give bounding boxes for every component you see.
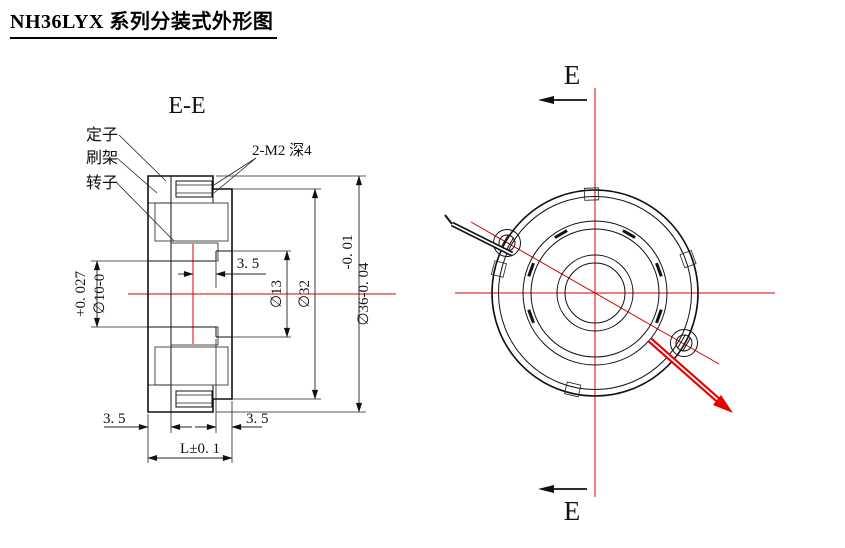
clamp-screw-lower-right bbox=[670, 329, 698, 357]
view-label-ee: E-E bbox=[168, 93, 205, 119]
section-view-ee: E-E 定子 刷架 转子 2-M2 深4 bbox=[73, 93, 396, 463]
rotor-slots bbox=[527, 229, 663, 324]
lead-wire-black bbox=[444, 214, 514, 257]
label-rotor: 转子 bbox=[86, 174, 118, 192]
thread-note: 2-M2 深4 bbox=[213, 142, 312, 194]
dim-bore-diameter: ∅10-0 bbox=[92, 274, 108, 315]
leader-rotor bbox=[116, 182, 175, 242]
front-centerlines bbox=[455, 88, 775, 497]
dim-hub-offset: 3. 5 bbox=[237, 256, 260, 272]
rotor-lamination-bottom bbox=[170, 326, 219, 346]
label-brush-holder: 刷架 bbox=[86, 149, 118, 167]
stator-lamination-top bbox=[154, 202, 229, 242]
rotor-outer-circle bbox=[530, 228, 660, 358]
front-view: E E bbox=[444, 60, 775, 526]
section-mark-bottom: E bbox=[564, 496, 581, 526]
dim-body-diameter: ∅32 bbox=[297, 280, 313, 308]
dim-overall-length: L±0. 1 bbox=[180, 441, 220, 457]
dim-counterbore-depth: 3. 5 bbox=[246, 411, 269, 427]
hub-circle bbox=[556, 254, 634, 332]
lead-wire-red bbox=[648, 337, 733, 413]
dim-flange-diameter: ∅36-0. 04 bbox=[356, 262, 372, 326]
dim-flange-width: 3. 5 bbox=[103, 411, 126, 427]
stator-bore-circle bbox=[522, 220, 668, 366]
outer-diameter-circle bbox=[491, 189, 699, 397]
screw-axis-centerline bbox=[470, 221, 720, 365]
cut-arrow-bottom bbox=[538, 485, 554, 493]
dim-inner-diameter: ∅13 bbox=[269, 280, 285, 308]
brush-holder-hatch-top bbox=[147, 175, 172, 204]
clamp-ring-circle bbox=[498, 196, 692, 390]
dim-flange-tolerance: -0. 01 bbox=[340, 235, 356, 270]
cut-arrow-top bbox=[538, 96, 554, 104]
thread-note-text: 2-M2 深4 bbox=[252, 142, 312, 159]
brush-holder-hatch-bottom bbox=[147, 384, 172, 413]
front-circles bbox=[491, 189, 699, 397]
page-title: NH36LYX 系列分装式外形图 bbox=[10, 5, 278, 39]
section-cut-marks: E E bbox=[538, 60, 587, 526]
screw-head bbox=[675, 334, 693, 352]
leader-stator bbox=[118, 134, 167, 182]
rotor-lamination-top bbox=[170, 242, 219, 262]
label-stator: 定子 bbox=[86, 126, 118, 144]
part-labels: 定子 刷架 转子 bbox=[86, 126, 175, 242]
screw-ear bbox=[670, 329, 698, 357]
red-wire-arrowhead bbox=[713, 395, 733, 413]
section-mark-top: E bbox=[564, 60, 581, 90]
stator-lamination-bottom bbox=[154, 346, 229, 386]
m2-hole-top bbox=[175, 180, 213, 198]
leader-brush-holder bbox=[116, 157, 158, 194]
clamp-tabs bbox=[490, 187, 697, 398]
section-dimensions: +0. 027 ∅10-0 3. 5 ∅13 ∅32 bbox=[73, 175, 372, 463]
center-bore-circle bbox=[564, 262, 626, 324]
dim-bore-tolerance: +0. 027 bbox=[73, 271, 89, 317]
m2-hole-bottom bbox=[175, 390, 213, 408]
